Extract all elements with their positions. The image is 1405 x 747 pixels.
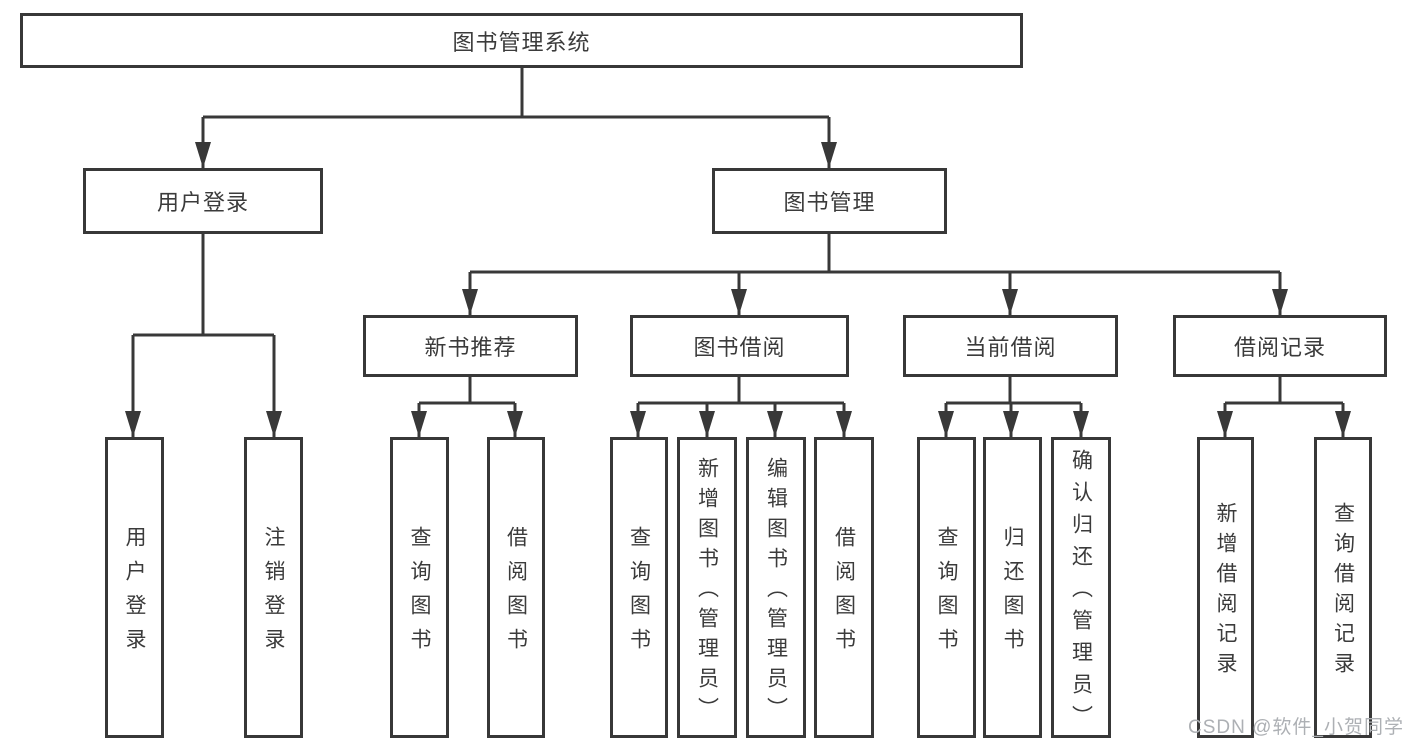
node-cb-return-books: 归还图书	[983, 437, 1042, 738]
node-label: 借阅记录	[1233, 335, 1326, 360]
node-label: 图书管理系统	[452, 29, 591, 55]
node-label: 用户登录	[156, 190, 249, 215]
arrowhead	[938, 411, 954, 437]
node-label: 新增借阅记录	[1214, 502, 1237, 682]
node-label: 图书管理	[783, 190, 876, 215]
node-user-login: 用户登录	[83, 168, 323, 234]
node-book-mgmt: 图书管理	[712, 168, 947, 234]
node-current-borrow: 当前借阅	[903, 315, 1118, 377]
node-cb-confirm-return: 确认归还（管理员）	[1051, 437, 1111, 738]
arrowhead	[462, 289, 478, 315]
node-borrow-records: 借阅记录	[1173, 315, 1387, 377]
arrowhead	[1002, 289, 1018, 315]
node-bb-borrow-books: 借阅图书	[814, 437, 874, 738]
node-cb-query-books: 查询图书	[917, 437, 976, 738]
node-bb-query-books: 查询图书	[610, 437, 668, 738]
node-logout-leaf: 注销登录	[244, 437, 303, 738]
node-label: 借阅图书	[832, 526, 856, 662]
arrowhead	[699, 411, 715, 437]
node-label: 注销登录	[262, 526, 285, 662]
arrowhead	[411, 411, 427, 437]
arrowhead	[125, 411, 141, 437]
node-label: 编辑图书（管理员）	[764, 457, 788, 727]
arrowhead	[507, 411, 523, 437]
node-label: 借阅图书	[504, 526, 528, 662]
arrowhead	[1335, 411, 1351, 437]
arrowhead	[1217, 411, 1233, 437]
node-label: 新书推荐	[424, 335, 517, 360]
node-label: 新增图书（管理员）	[695, 457, 719, 727]
arrowhead	[630, 411, 646, 437]
node-label: 归还图书	[1001, 526, 1024, 662]
node-label: 查询图书	[935, 526, 958, 662]
node-br-query-record: 查询借阅记录	[1314, 437, 1372, 738]
node-root: 图书管理系统	[20, 13, 1023, 68]
arrowhead	[1272, 289, 1288, 315]
arrowheads	[125, 142, 1351, 437]
arrowhead	[1003, 411, 1019, 437]
arrowhead	[767, 411, 783, 437]
node-label: 查询图书	[627, 526, 651, 662]
node-label: 用户登录	[123, 526, 146, 662]
watermark: CSDN @软件_小贺同学	[1188, 717, 1404, 738]
node-label: 查询借阅记录	[1331, 502, 1355, 682]
arrowhead	[195, 142, 211, 168]
node-label: 查询图书	[408, 526, 431, 662]
node-bb-edit-books: 编辑图书（管理员）	[746, 437, 806, 738]
arrowhead	[266, 411, 282, 437]
node-rec-query-books: 查询图书	[390, 437, 449, 738]
node-user-login-leaf: 用户登录	[105, 437, 164, 738]
node-bb-add-books: 新增图书（管理员）	[677, 437, 737, 738]
node-br-add-record: 新增借阅记录	[1197, 437, 1254, 738]
node-new-book-rec: 新书推荐	[363, 315, 578, 377]
node-label: 图书借阅	[693, 335, 786, 360]
arrowhead	[836, 411, 852, 437]
arrowhead	[1073, 411, 1089, 437]
node-label: 确认归还（管理员）	[1069, 449, 1093, 737]
node-label: 当前借阅	[964, 335, 1057, 360]
arrowhead	[731, 289, 747, 315]
node-book-borrow: 图书借阅	[630, 315, 849, 377]
node-rec-borrow-books: 借阅图书	[487, 437, 545, 738]
arrowhead	[821, 142, 837, 168]
